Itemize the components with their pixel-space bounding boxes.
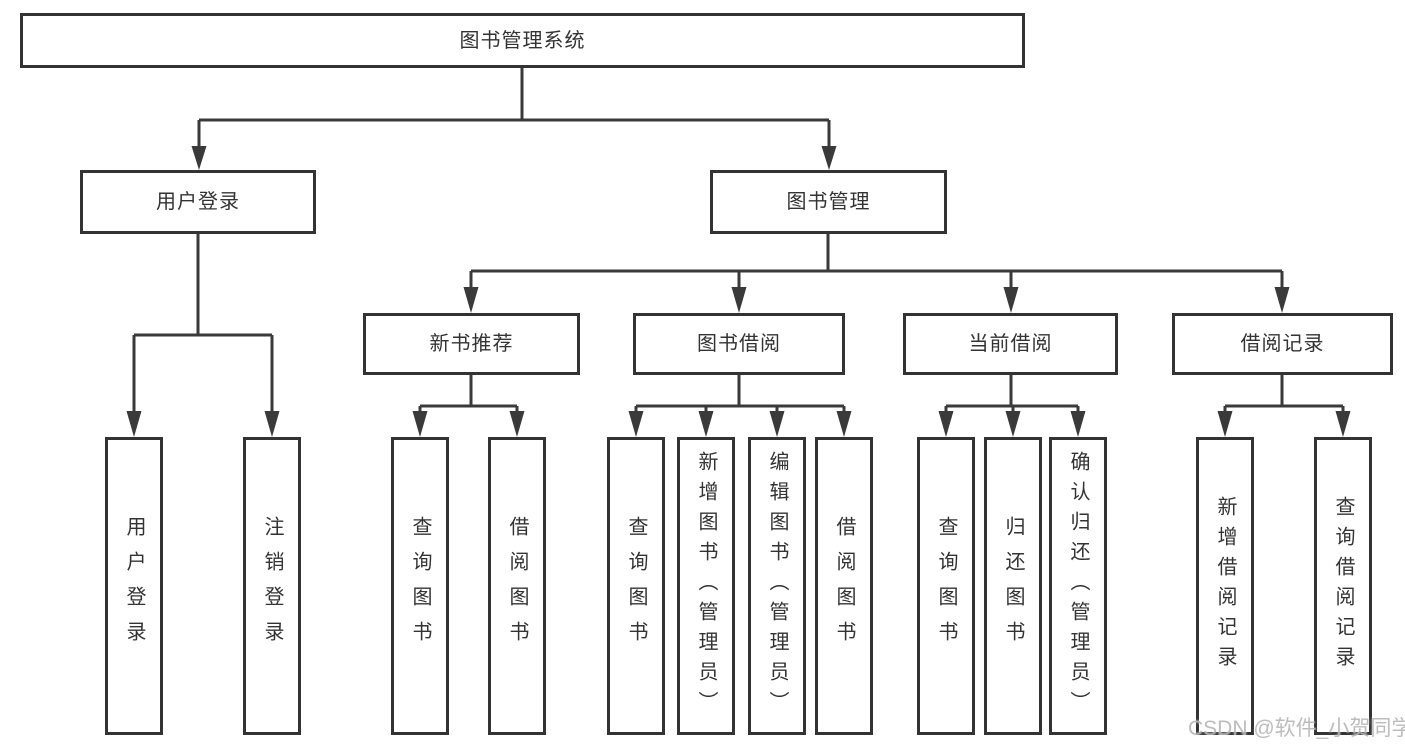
node-user-login-label: 用户登录 [156,191,240,213]
leaf-query-books-current: 查询图书 [917,437,975,735]
leaf-confirm-return-admin: 确认归还（管理员） [1049,437,1107,735]
connector-book-borrow [634,375,846,415]
node-user-login: 用户登录 [80,170,316,234]
leaf-query-books-current-label: 查询图书 [935,516,957,656]
leaf-borrow-books-recommend: 借阅图书 [488,437,546,735]
leaf-query-borrow-record-label: 查询借阅记录 [1332,496,1354,676]
connector-book-management [469,234,1284,292]
node-book-management: 图书管理 [710,170,947,234]
leaf-query-books-borrow-label: 查询图书 [625,516,647,656]
node-book-borrow: 图书借阅 [633,313,845,375]
leaf-edit-book-admin-label: 编辑图书（管理员） [766,451,788,721]
node-book-borrow-label: 图书借阅 [697,333,781,355]
leaf-user-login: 用户登录 [105,437,163,735]
leaf-query-books-recommend-label: 查询图书 [409,516,431,656]
leaf-logout: 注销登录 [243,437,301,735]
leaf-return-book-label: 归还图书 [1002,516,1024,656]
csdn-watermark: CSDN @软件_小贺同学 [1188,717,1405,740]
leaf-edit-book-admin: 编辑图书（管理员） [748,437,806,735]
leaf-query-books-recommend: 查询图书 [391,437,449,735]
leaf-user-login-label: 用户登录 [123,516,145,656]
leaf-query-books-borrow: 查询图书 [607,437,665,735]
leaf-confirm-return-admin-label: 确认归还（管理员） [1067,451,1089,721]
node-current-borrow: 当前借阅 [903,313,1118,375]
node-borrow-records: 借阅记录 [1172,313,1393,375]
leaf-borrow-books-recommend-label: 借阅图书 [506,516,528,656]
leaf-return-book: 归还图书 [984,437,1042,735]
node-current-borrow-label: 当前借阅 [968,333,1053,355]
leaf-logout-label: 注销登录 [261,516,283,656]
leaf-add-book-admin-label: 新增图书（管理员） [695,451,717,721]
leaf-add-book-admin: 新增图书（管理员） [677,437,735,735]
leaf-add-borrow-record: 新增借阅记录 [1196,437,1254,735]
node-library-system-label: 图书管理系统 [459,29,586,52]
connector-root [197,68,831,150]
node-new-book-recommend-label: 新书推荐 [429,333,514,355]
connector-current-borrow [944,375,1080,415]
leaf-add-borrow-record-label: 新增借阅记录 [1214,496,1236,676]
arrowheads [126,146,1351,437]
connector-borrow-records [1223,375,1345,415]
node-new-book-recommend: 新书推荐 [363,313,580,375]
node-book-management-label: 图书管理 [786,191,871,213]
connector-user-login [132,234,274,415]
connector-new-book-recommend [418,375,519,415]
leaf-query-borrow-record: 查询借阅记录 [1314,437,1372,735]
leaf-borrow-books-borrow: 借阅图书 [815,437,873,735]
leaf-borrow-books-borrow-label: 借阅图书 [833,516,855,656]
node-library-system: 图书管理系统 [20,13,1025,68]
node-borrow-records-label: 借阅记录 [1240,333,1325,355]
